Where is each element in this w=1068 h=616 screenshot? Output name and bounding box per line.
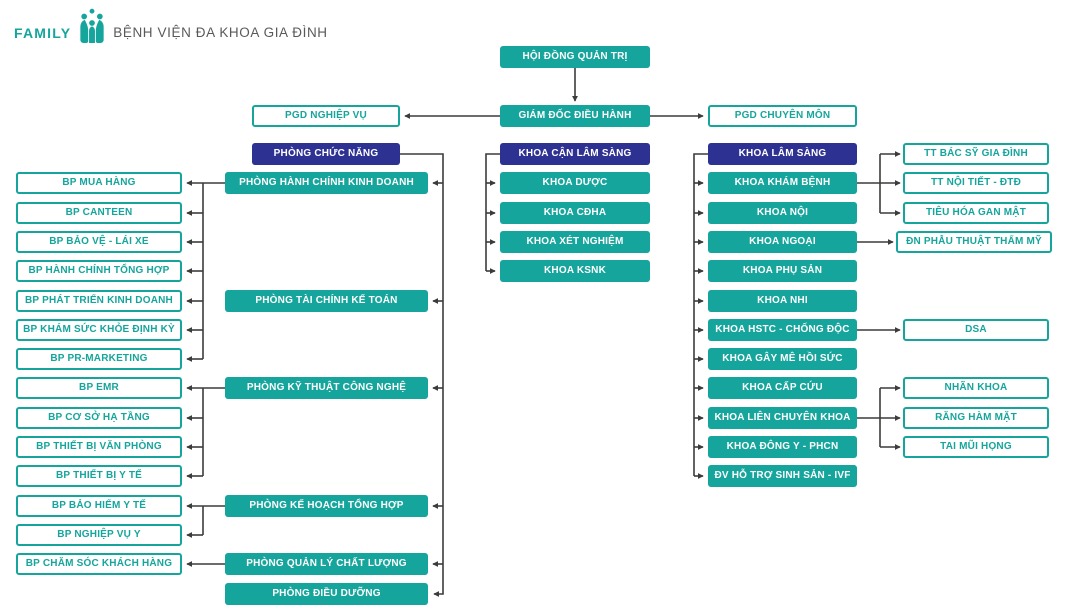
node-dv-ho-tro-sinh-san-ivf: ĐV HỖ TRỢ SINH SẢN - IVF: [708, 465, 857, 487]
node-phong-ky-thuat-cong-nghe: PHÒNG KỸ THUẬT CÔNG NGHỆ: [225, 377, 428, 399]
node-phong-ke-hoach-tong-hop: PHÒNG KẾ HOẠCH TỔNG HỢP: [225, 495, 428, 517]
node-phong-tai-chinh-ke-toan: PHÒNG TÀI CHÍNH KẾ TOÁN: [225, 290, 428, 312]
node-khoa-cap-cuu: KHOA CẤP CỨU: [708, 377, 857, 399]
node-khoa-duoc: KHOA DƯỢC: [500, 172, 650, 194]
node-phong-chuc-nang: PHÒNG CHỨC NĂNG: [252, 143, 400, 165]
node-giam-doc-dieu-hanh: GIÁM ĐỐC ĐIỀU HÀNH: [500, 105, 650, 127]
node-khoa-noi: KHOA NỘI: [708, 202, 857, 224]
node-dn-phau-thuat-tham-my: ĐN PHẪU THUẬT THẨM MỸ: [896, 231, 1052, 253]
node-khoa-phu-san: KHOA PHỤ SẢN: [708, 260, 857, 282]
node-khoa-nhi: KHOA NHI: [708, 290, 857, 312]
hospital-name: BỆNH VIỆN ĐA KHOA GIA ĐÌNH: [113, 25, 328, 40]
node-phong-hanh-chinh-kinh-doanh: PHÒNG HÀNH CHÍNH KINH DOANH: [225, 172, 428, 194]
node-tai-mui-hong: TAI MŨI HỌNG: [903, 436, 1049, 458]
node-bp-pr-marketing: BP PR-MARKETING: [16, 348, 182, 370]
node-khoa-lien-chuyen-khoa: KHOA LIÊN CHUYÊN KHOA: [708, 407, 857, 429]
node-bp-co-so-ha-tang: BP CƠ SỞ HẠ TẦNG: [16, 407, 182, 429]
node-khoa-ngoai: KHOA NGOẠI: [708, 231, 857, 253]
node-khoa-cdha: KHOA CĐHA: [500, 202, 650, 224]
node-khoa-gay-me-hoi-suc: KHOA GÂY MÊ HỒI SỨC: [708, 348, 857, 370]
node-bp-mua-hang: BP MUA HÀNG: [16, 172, 182, 194]
connector-line: [693, 153, 708, 476]
family-people-icon: [80, 8, 104, 43]
node-khoa-kham-benh: KHOA KHÁM BỆNH: [708, 172, 857, 194]
node-khoa-xet-nghiem: KHOA XÉT NGHIỆM: [500, 231, 650, 253]
node-rang-ham-mat: RĂNG HÀM MẶT: [903, 407, 1049, 429]
node-bp-canteen: BP CANTEEN: [16, 202, 182, 224]
node-bp-bao-hiem-y-te: BP BẢO HIỂM Y TẾ: [16, 495, 182, 517]
connector-line: [485, 153, 500, 271]
node-nhan-khoa: NHÃN KHOA: [903, 377, 1049, 399]
node-bp-nghiep-vu-y: BP NGHIỆP VỤ Y: [16, 524, 182, 546]
node-bp-bao-ve-lai-xe: BP BẢO VỆ - LÁI XE: [16, 231, 182, 253]
node-bp-emr: BP EMR: [16, 377, 182, 399]
node-phong-dieu-duong: PHÒNG ĐIỀU DƯỠNG: [225, 583, 428, 605]
node-bp-phat-trien-kinh-doanh: BP PHÁT TRIỂN KINH DOANH: [16, 290, 182, 312]
node-khoa-hstc-chong-doc: KHOA HSTC - CHỐNG ĐỘC: [708, 319, 857, 341]
node-phong-quan-ly-chat-luong: PHÒNG QUẢN LÝ CHẤT LƯỢNG: [225, 553, 428, 575]
hospital-logo: FAMILY BỆNH VIỆN ĐA KHOA GIA ĐÌNH: [14, 8, 328, 44]
connector-line: [400, 153, 444, 597]
node-hoi-dong-quan-tri: HỘI ĐỒNG QUẢN TRỊ: [500, 46, 650, 68]
node-khoa-ksnk: KHOA KSNK: [500, 260, 650, 282]
node-pgd-chuyen-mon: PGD CHUYÊN MÔN: [708, 105, 857, 127]
node-pgd-nghiep-vu: PGD NGHIỆP VỤ: [252, 105, 400, 127]
node-tt-noi-tiet-dtd: TT NỘI TIẾT - ĐTĐ: [903, 172, 1049, 194]
node-bp-thiet-bi-van-phong: BP THIẾT BỊ VĂN PHÒNG: [16, 436, 182, 458]
logo-brand-text: FAMILY: [14, 25, 72, 41]
node-tt-bac-sy-gia-dinh: TT BÁC SỸ GIA ĐÌNH: [903, 143, 1049, 165]
node-tieu-hoa-gan-mat: TIÊU HÓA GAN MẬT: [903, 202, 1049, 224]
node-bp-hanh-chinh-tong-hop: BP HÀNH CHÍNH TỔNG HỢP: [16, 260, 182, 282]
node-khoa-dong-y-phcn: KHOA ĐÔNG Y - PHCN: [708, 436, 857, 458]
node-khoa-lam-sang: KHOA LÂM SÀNG: [708, 143, 857, 165]
node-khoa-can-lam-sang: KHOA CẬN LÂM SÀNG: [500, 143, 650, 165]
node-bp-cham-soc-khach-hang: BP CHĂM SÓC KHÁCH HÀNG: [16, 553, 182, 575]
node-dsa: DSA: [903, 319, 1049, 341]
node-bp-thiet-bi-y-te: BP THIẾT BỊ Y TẾ: [16, 465, 182, 487]
node-bp-kham-suc-khoe-dinh-ky: BP KHÁM SỨC KHỎE ĐỊNH KỲ: [16, 319, 182, 341]
